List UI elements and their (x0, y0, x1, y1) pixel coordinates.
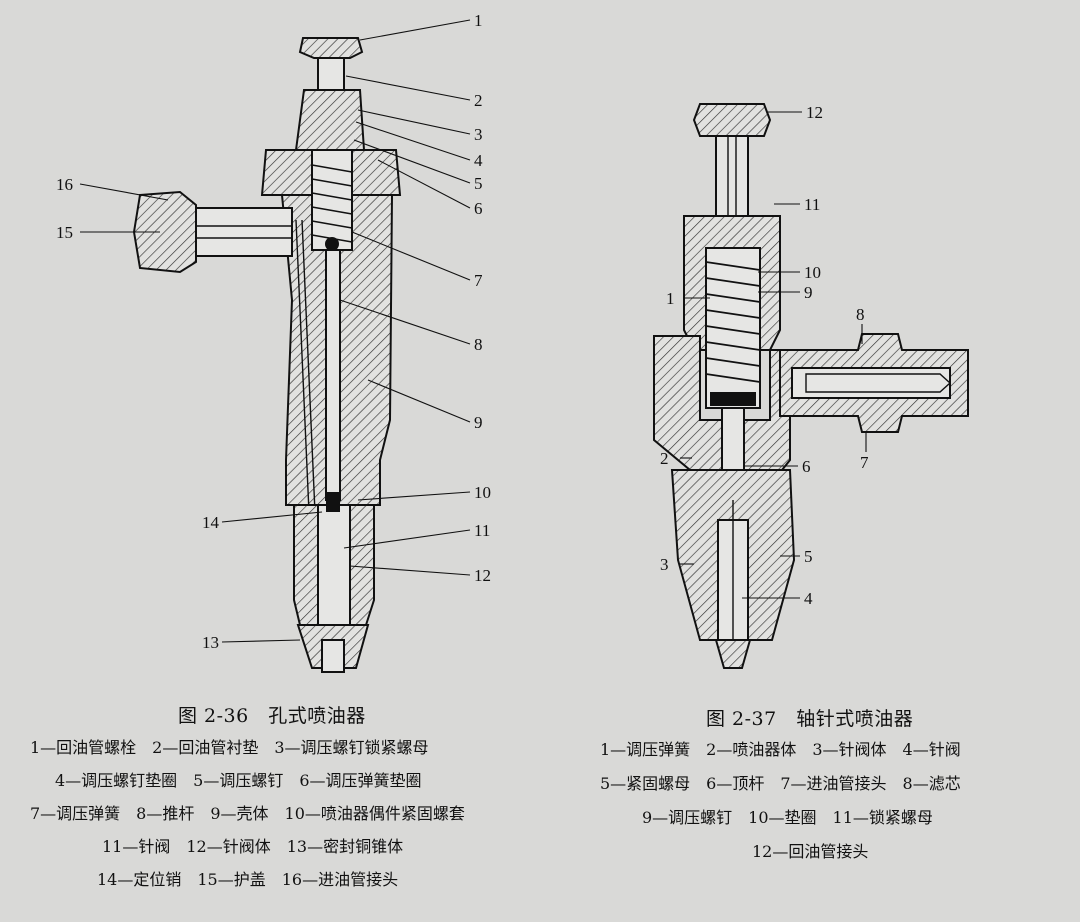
callout-11: 11 (474, 521, 490, 540)
legend-2-36-line-4: 11—针阀 12—针阀体 13—密封铜锥体 (102, 837, 404, 856)
callout-13: 13 (202, 633, 219, 652)
callout-3: 3 (474, 125, 483, 144)
callout-7: 7 (860, 453, 869, 472)
legend-2-36-line-2: 4—调压螺钉垫圈 5—调压螺钉 6—调压弹簧垫圈 (55, 771, 422, 790)
callout-7: 7 (474, 271, 483, 290)
caption-fig-2-36: 图 2-36 孔式喷油器 (178, 705, 366, 727)
legend-2-37-line-3: 9—调压螺钉 10—垫圈 11—锁紧螺母 (642, 808, 933, 827)
callout-1: 1 (474, 11, 483, 30)
callout-6: 6 (802, 457, 811, 476)
callout-5: 5 (804, 547, 813, 566)
callout-1: 1 (666, 289, 675, 308)
callout-4: 4 (804, 589, 813, 608)
callout-4: 4 (474, 151, 483, 170)
callout-10: 10 (474, 483, 491, 502)
callout-16: 16 (56, 175, 73, 194)
callout-2: 2 (660, 449, 669, 468)
legend-2-36-line-5: 14—定位销 15—护盖 16—进油管接头 (97, 870, 399, 889)
hole-type-callouts: 1 2 3 4 5 6 7 8 9 10 11 12 13 14 15 16 (56, 11, 491, 652)
legend-2-37-line-1: 1—调压弹簧 2—喷油器体 3—针阀体 4—针阀 (600, 740, 961, 759)
legend-2-36-line-1: 1—回油管螺栓 2—回油管衬垫 3—调压螺钉锁紧螺母 (30, 738, 429, 757)
callout-15: 15 (56, 223, 73, 242)
callout-3: 3 (660, 555, 669, 574)
pintle-type-leader-lines (680, 111, 867, 599)
legend-2-36-line-3: 7—调压弹簧 8—推杆 9—壳体 10—喷油器偶件紧固螺套 (30, 804, 465, 823)
hole-type-injector-drawing (132, 37, 402, 673)
callout-9: 9 (474, 413, 483, 432)
legend-2-37-line-4: 12—回油管接头 (752, 842, 869, 861)
callout-8: 8 (856, 305, 865, 324)
callout-2: 2 (474, 91, 483, 110)
callout-14: 14 (202, 513, 220, 532)
pintle-type-callouts: 12 11 10 9 1 8 2 6 7 3 5 4 (660, 103, 869, 608)
callout-12: 12 (474, 566, 491, 585)
callout-11: 11 (804, 195, 820, 214)
pintle-type-injector-drawing (653, 103, 969, 669)
callout-8: 8 (474, 335, 483, 354)
hole-type-leader-lines (79, 19, 471, 643)
callout-9: 9 (804, 283, 813, 302)
caption-fig-2-37: 图 2-37 轴针式喷油器 (706, 708, 914, 730)
callout-12: 12 (806, 103, 823, 122)
callout-5: 5 (474, 174, 483, 193)
callout-10: 10 (804, 263, 821, 282)
callout-6: 6 (474, 199, 483, 218)
legend-2-37-line-2: 5—紧固螺母 6—顶杆 7—进油管接头 8—滤芯 (600, 774, 961, 793)
